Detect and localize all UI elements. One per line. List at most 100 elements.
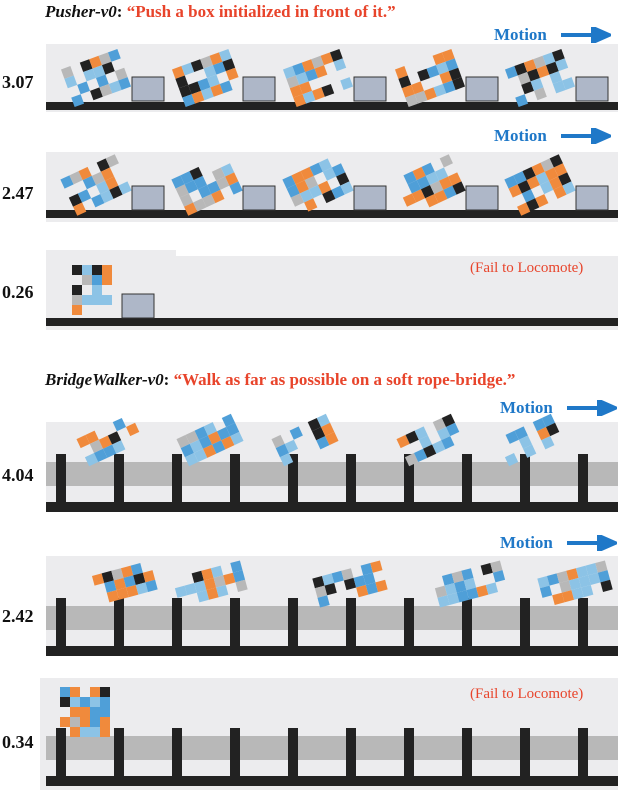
bridge-1-base <box>46 502 618 512</box>
bridge-3-post <box>288 728 298 786</box>
voxel <box>80 707 90 717</box>
pusher-robot <box>395 49 465 107</box>
voxel <box>70 687 80 697</box>
voxel <box>90 697 100 707</box>
pusher-robot <box>282 154 353 216</box>
voxel <box>100 687 110 697</box>
pushed-box <box>354 77 386 101</box>
bridge-3-post <box>520 728 530 786</box>
bridge-2-post <box>404 598 414 656</box>
bridge-3-post <box>230 728 240 786</box>
voxel <box>340 77 353 90</box>
bridge-robot <box>396 414 463 467</box>
pushed-box <box>132 77 164 101</box>
voxel <box>102 265 112 275</box>
bridge-3-post <box>462 728 472 786</box>
pusher-robot <box>172 49 242 107</box>
voxel <box>82 295 92 305</box>
bridge-1-post <box>346 454 356 512</box>
voxel <box>70 707 80 717</box>
bridge-3-post <box>404 728 414 786</box>
pushed-box <box>132 186 164 210</box>
bridge-3-post <box>56 728 66 786</box>
bridge-1-deck <box>46 462 618 486</box>
voxel <box>77 81 90 94</box>
bridge-3-post <box>114 728 124 786</box>
voxel <box>92 285 102 295</box>
bridge-2-post <box>462 598 472 656</box>
voxel <box>92 275 102 285</box>
voxel <box>90 717 100 727</box>
pushed-box <box>466 186 498 210</box>
bridge-1-post <box>462 454 472 512</box>
bridge-2-post <box>56 598 66 656</box>
bridge-1-post <box>114 454 124 512</box>
voxel <box>70 727 80 737</box>
voxel <box>102 275 112 285</box>
ground-bar <box>46 318 618 326</box>
voxel <box>82 265 92 275</box>
voxel <box>60 717 70 727</box>
voxel <box>100 697 110 707</box>
bridge-3-post <box>172 728 182 786</box>
voxel <box>72 285 82 295</box>
voxel <box>80 717 90 727</box>
pusher-robot <box>60 154 131 216</box>
pusher-robot <box>394 154 465 216</box>
bridge-3-base <box>46 776 618 786</box>
bridge-2-deck <box>46 606 618 630</box>
bridge-2-post <box>230 598 240 656</box>
voxel <box>90 707 100 717</box>
voxel <box>100 727 110 737</box>
voxel <box>80 697 90 707</box>
bridge-1-post <box>56 454 66 512</box>
bridge-2-post <box>114 598 124 656</box>
pushed-box <box>576 186 608 210</box>
voxel <box>60 697 70 707</box>
bridge-robot <box>537 560 612 607</box>
voxel <box>72 305 82 315</box>
pusher-robot <box>505 49 575 107</box>
pushed-box <box>243 186 275 210</box>
bridge-1-post <box>172 454 182 512</box>
voxel <box>80 727 90 737</box>
voxel <box>290 426 303 439</box>
voxel <box>102 295 112 305</box>
voxel <box>70 697 80 707</box>
voxel <box>72 295 82 305</box>
bridge-robot <box>271 414 338 467</box>
voxel <box>113 418 126 431</box>
voxel <box>92 265 102 275</box>
bridge-1-post <box>520 454 530 512</box>
bridge-2-post <box>520 598 530 656</box>
voxel <box>126 423 139 436</box>
bridge-3-deck <box>46 736 618 760</box>
pushed-box <box>466 77 498 101</box>
ground-bar <box>46 102 618 110</box>
voxel <box>440 154 453 167</box>
voxel <box>82 275 92 285</box>
pusher-robot <box>171 154 242 216</box>
pushed-box <box>243 77 275 101</box>
bridge-1-post <box>578 454 588 512</box>
pusher-robot <box>61 49 131 107</box>
voxel <box>92 295 102 305</box>
bridge-3-post <box>346 728 356 786</box>
bridge-2-base <box>46 646 618 656</box>
ground-bar <box>46 210 618 218</box>
voxel <box>90 727 100 737</box>
bridge-2-post <box>288 598 298 656</box>
bridge-robot-failed <box>60 687 110 737</box>
bridge-3-post <box>578 728 588 786</box>
pushed-box <box>576 77 608 101</box>
bridge-2-post <box>346 598 356 656</box>
bridge-1-post <box>230 454 240 512</box>
voxel <box>70 717 80 727</box>
voxel <box>100 707 110 717</box>
voxel <box>72 265 82 275</box>
pusher-robot-failed <box>72 265 112 315</box>
voxel <box>90 687 100 697</box>
pushed-box <box>122 294 154 318</box>
voxel <box>60 687 70 697</box>
